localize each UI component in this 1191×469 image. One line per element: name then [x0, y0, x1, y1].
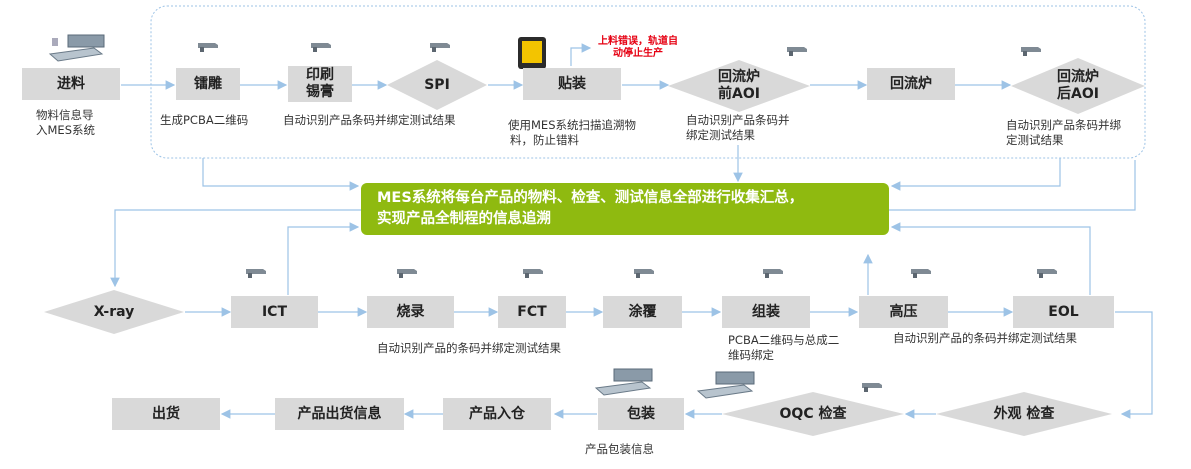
- node-post-aoi-line1: 回流炉: [1057, 69, 1099, 85]
- scanner-icon: [911, 269, 931, 278]
- node-eol: EOL: [1013, 296, 1114, 328]
- node-mounting: 贴装: [523, 68, 621, 100]
- scanner-icon: [1037, 269, 1057, 278]
- alert-line2: 动停止生产: [613, 48, 663, 59]
- caption-mounting: 使用MES系统扫描追溯物 料，防止错料: [508, 118, 658, 148]
- node-ict: ICT: [231, 296, 318, 328]
- scanner-icon: [523, 269, 543, 278]
- mes-summary-banner: MES系统将每台产品的物料、检查、测试信息全部进行收集汇总， 实现产品全制程的信…: [361, 183, 889, 235]
- caption-incoming-line1: 物料信息导: [36, 108, 94, 122]
- node-printing-line2: 锡膏: [306, 84, 334, 100]
- caption-pre-aoi: 自动识别产品条码并 绑定测试结果: [686, 113, 816, 143]
- node-incoming: 进料: [22, 68, 120, 100]
- arrow-mounting-alert: [570, 43, 592, 66]
- caption-assembly: PCBA二维码与总成二 维码绑定: [728, 333, 868, 363]
- scanner-icon: [763, 269, 783, 278]
- scanner-icon: [311, 43, 331, 52]
- node-printing: 印刷 锡膏: [288, 66, 352, 102]
- node-assembly: 组装: [722, 296, 810, 328]
- caption-pre-aoi-line2: 绑定测试结果: [686, 128, 755, 142]
- arrow-eol-visual: [1115, 311, 1153, 419]
- node-hipot: 高压: [859, 296, 948, 328]
- caption-burn: 自动识别产品的条码并绑定测试结果: [377, 341, 561, 355]
- caption-mounting-line1: 使用MES系统扫描追溯物: [508, 118, 636, 132]
- alert-text: 上料错误，轨道自 动停止生产: [590, 36, 686, 60]
- caption-assembly-line1: PCBA二维码与总成二: [728, 333, 840, 347]
- scanner-icon: [246, 269, 266, 278]
- computer-icon: [594, 368, 653, 396]
- caption-packing: 产品包装信息: [585, 442, 654, 456]
- caption-incoming-line2: 入MES系统: [36, 123, 95, 137]
- scanner-icon: [634, 269, 654, 278]
- node-reflow: 回流炉: [867, 68, 955, 100]
- scanner-icon: [198, 43, 218, 52]
- arrow-top-left-banner: [202, 158, 360, 191]
- scanner-icon: [787, 47, 807, 56]
- caption-pre-aoi-line1: 自动识别产品条码并: [686, 113, 790, 127]
- computer-icon: [696, 371, 755, 399]
- node-pre-aoi-line2: 前AOI: [718, 86, 760, 102]
- arrow-top-right-banner: [890, 158, 1061, 191]
- node-ship-info: 产品出货信息: [275, 398, 404, 430]
- node-engraving: 镭雕: [176, 68, 240, 100]
- caption-post-aoi: 自动识别产品条码并绑 定测试结果: [1006, 118, 1146, 148]
- node-packing: 包装: [598, 398, 684, 430]
- node-coating: 涂覆: [603, 296, 682, 328]
- caption-post-aoi-line2: 定测试结果: [1006, 133, 1064, 147]
- scanner-icon: [397, 269, 417, 278]
- smt-region-border: [150, 5, 1146, 159]
- banner-line1: MES系统将每台产品的物料、检查、测试信息全部进行收集汇总，: [377, 190, 804, 206]
- node-post-aoi-line2: 后AOI: [1057, 86, 1099, 102]
- node-printing-line1: 印刷: [306, 67, 334, 83]
- node-warehouse: 产品入仓: [443, 398, 551, 430]
- caption-incoming: 物料信息导 入MES系统: [36, 108, 116, 138]
- scanner-icon: [1021, 47, 1041, 56]
- caption-mounting-line2: 料，防止错料: [510, 133, 579, 147]
- caption-engraving: 生成PCBA二维码: [160, 113, 249, 127]
- node-burn: 烧录: [367, 296, 454, 328]
- caption-post-aoi-line1: 自动识别产品条码并绑: [1006, 118, 1121, 132]
- caption-printing: 自动识别产品条码并绑定测试结果: [283, 113, 456, 127]
- arrow-eol-banner: [890, 222, 1091, 295]
- node-fct: FCT: [498, 296, 566, 328]
- tablet-icon: [518, 37, 546, 69]
- alert-line1: 上料错误，轨道自: [598, 36, 678, 47]
- caption-assembly-line2: 维码绑定: [728, 348, 774, 362]
- arrow-ict-banner: [287, 222, 360, 295]
- node-shipping: 出货: [112, 398, 220, 430]
- scanner-icon: [430, 43, 450, 52]
- computer-icon: [48, 34, 105, 62]
- node-pre-aoi-line1: 回流炉: [718, 69, 760, 85]
- caption-hipot: 自动识别产品的条码并绑定测试结果: [893, 331, 1077, 345]
- scanner-icon: [862, 383, 882, 392]
- banner-line2: 实现产品全制程的信息追溯: [377, 211, 551, 227]
